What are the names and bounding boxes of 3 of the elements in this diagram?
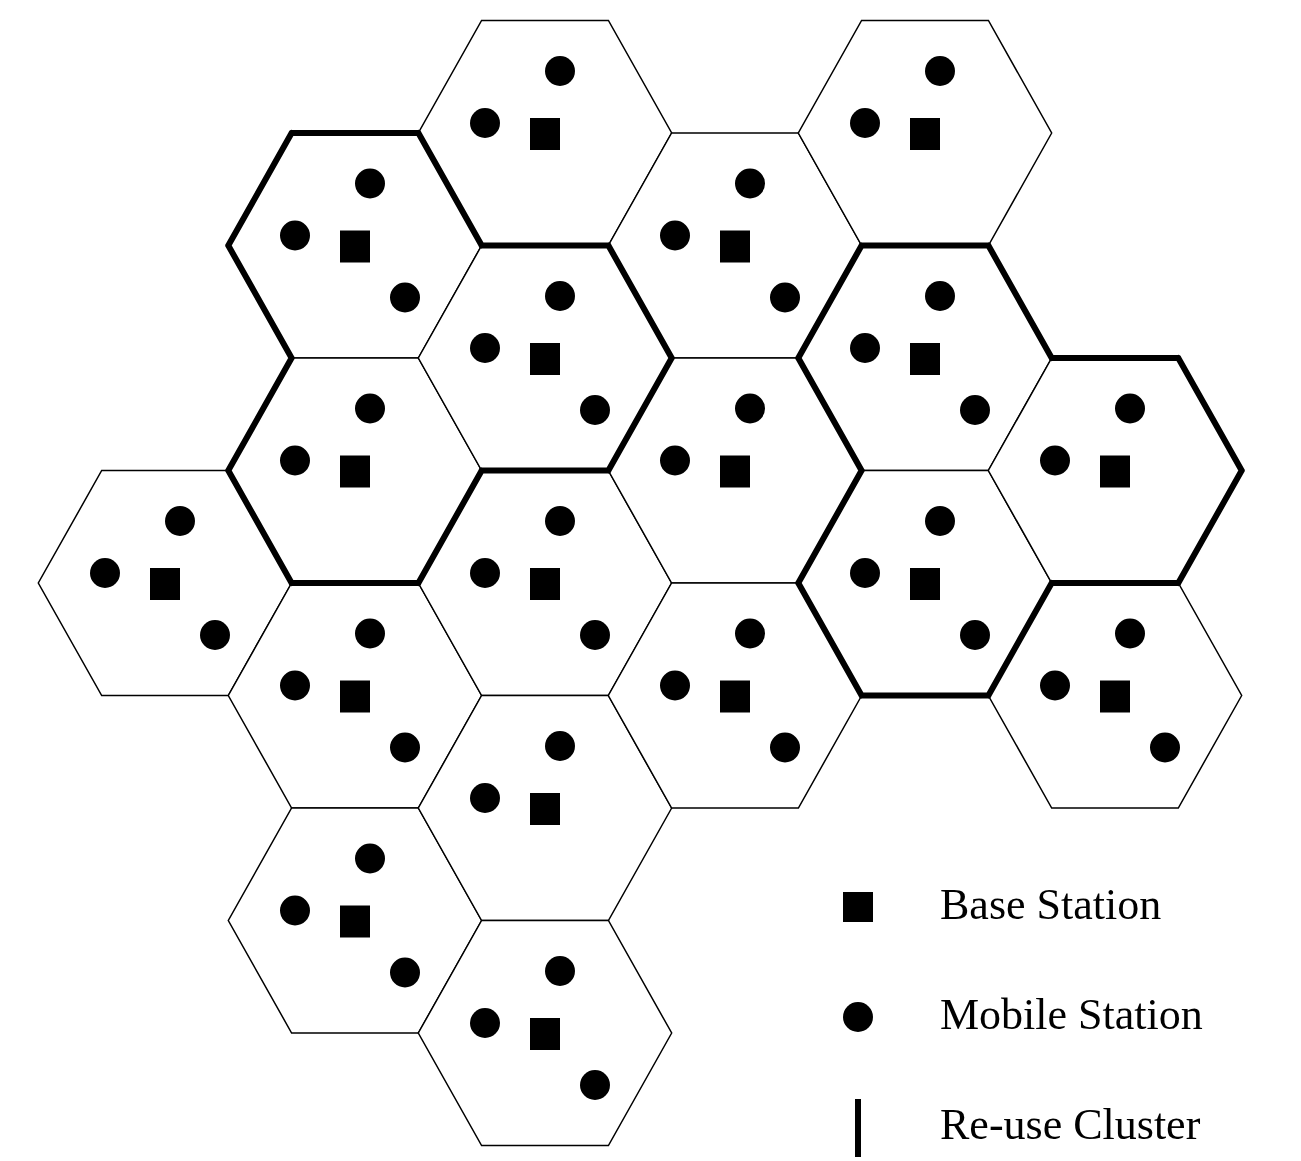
legend-label: Re-use Cluster bbox=[940, 1100, 1201, 1150]
legend-label: Mobile Station bbox=[940, 990, 1203, 1040]
legend-label: Base Station bbox=[940, 880, 1162, 930]
